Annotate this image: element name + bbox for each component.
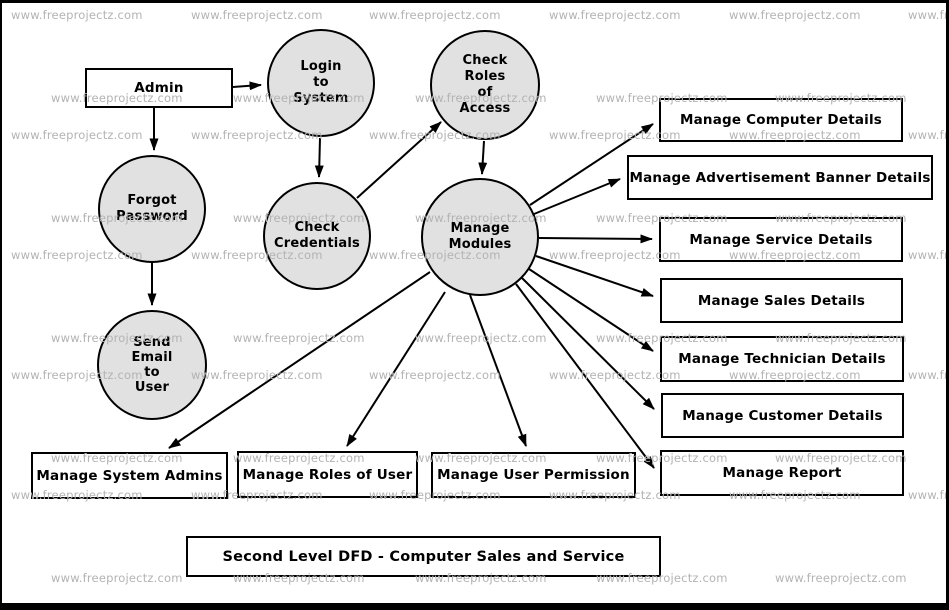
arrow-manage_modules-to-adv [533,178,621,215]
arrow-check_cred-to-check_roles [356,121,442,199]
process-label-line: of [477,85,493,100]
frame-border-bottom [0,603,949,610]
process-label-line: Email [131,350,173,365]
arrow-manage_modules-to-sales [535,255,654,297]
frame-border-right [946,0,949,610]
datastore-label: Manage Service Details [689,231,873,248]
diagram-title-box: Second Level DFD - Computer Sales and Se… [186,536,661,577]
arrow-login-to-check_cred [314,137,324,178]
arrow-manage_modules-to-roles_user [346,291,446,447]
process-label-line: Modules [448,237,512,252]
process-label-line: Manage [450,221,510,236]
process-label-line: Send [133,335,171,350]
process-label-line: System [293,91,349,106]
process-label-line: Forgot [127,193,177,208]
process-label-line: to [313,75,329,90]
diagram-title: Second Level DFD - Computer Sales and Se… [222,548,625,565]
process-label-line: Access [459,101,511,116]
process-label-line: Check [462,53,508,68]
arrow-manage_modules-to-sys_admins [168,271,431,449]
datastore-manage-advertisement-banner-details: Manage Advertisement Banner Details [627,155,933,200]
process-label-line: Check [294,220,340,235]
datastore-manage-system-admins: Manage System Admins [31,452,228,499]
datastore-label: Manage Report [722,465,842,481]
frame-border-left [0,0,2,610]
entity-label: Admin [134,80,184,96]
datastore-manage-technician-details: Manage Technician Details [660,336,904,382]
datastore-manage-customer-details: Manage Customer Details [661,393,904,438]
process-label-line: Password [116,209,188,224]
datastore-label: Manage Technician Details [678,351,886,367]
arrow-check_roles-to-manage_modules [478,140,488,175]
datastore-label: Manage System Admins [36,467,223,484]
process-forgot-password: Forgot Password [98,155,206,263]
datastore-label: Manage Customer Details [682,407,883,424]
arrow-manage_modules-to-customer [521,277,655,410]
arrow-manage_modules-to-report [515,283,655,469]
datastore-manage-report: Manage Report [660,450,904,496]
arrow-manage_modules-to-user_perm [469,294,527,447]
datastore-manage-user-permission: Manage User Permission [431,452,636,498]
process-check-credentials: Check Credentials [263,182,371,290]
entity-admin: Admin [85,68,233,108]
datastore-label: Manage Advertisement Banner Details [629,169,931,186]
process-manage-modules: Manage Modules [421,178,539,296]
datastore-manage-roles-of-user: Manage Roles of User [237,451,418,498]
process-label-line: Login [300,59,342,74]
process-check-roles-of-access: Check Roles of Access [430,30,540,140]
arrow-admin-to-login [232,81,262,91]
datastore-label: Manage Roles of User [242,466,413,483]
process-label-line: Roles [464,69,506,84]
process-login-to-system: Login to System [267,29,375,137]
datastore-label: Manage Computer Details [679,112,883,128]
process-label-line: Credentials [274,236,360,251]
datastore-label: Manage Sales Details [697,292,866,309]
process-send-email-to-user: Send Email to User [97,310,207,420]
datastore-manage-computer-details: Manage Computer Details [659,98,903,142]
arrow-manage_modules-to-service [538,234,653,244]
datastore-manage-service-details: Manage Service Details [659,217,903,262]
datastore-manage-sales-details: Manage Sales Details [660,278,903,323]
frame-border-top [0,0,949,3]
process-label-line: to [144,365,160,380]
arrow-manage_modules-to-computer [529,123,654,206]
process-label-line: User [134,380,170,395]
datastore-label: Manage User Permission [437,467,630,483]
arrow-manage_modules-to-tech [528,268,654,352]
